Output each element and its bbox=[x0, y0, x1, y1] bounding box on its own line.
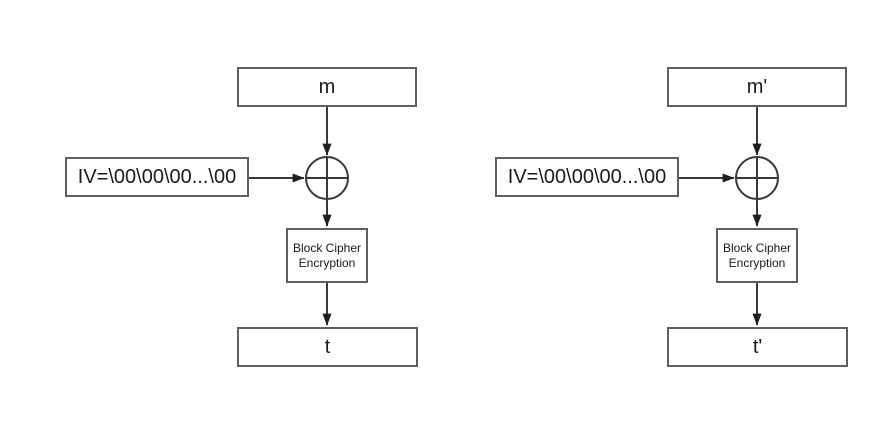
block-cipher-box: Block Cipher Encryption bbox=[716, 228, 798, 283]
block-cipher-label-line1: Block Cipher bbox=[722, 240, 792, 255]
tag-box: t' bbox=[667, 327, 848, 367]
xor-circle bbox=[735, 156, 779, 200]
message-box: m' bbox=[667, 67, 847, 107]
iv-box: IV=\00\00\00...\00 bbox=[495, 157, 679, 197]
tag-label: t' bbox=[752, 335, 763, 358]
message-box: m bbox=[237, 67, 417, 107]
iv-label: IV=\00\00\00...\00 bbox=[507, 165, 667, 188]
block-cipher-box: Block Cipher Encryption bbox=[286, 228, 368, 283]
diagram-right: m' IV=\00\00\00...\00 Block Cipher Encry… bbox=[430, 0, 876, 421]
tag-label: t bbox=[324, 335, 331, 358]
block-cipher-label-line2: Encryption bbox=[298, 255, 356, 270]
xor-circle bbox=[305, 156, 349, 200]
block-cipher-label-line2: Encryption bbox=[728, 255, 786, 270]
diagram-left: m IV=\00\00\00...\00 Block Cipher Encryp… bbox=[65, 67, 418, 367]
iv-box: IV=\00\00\00...\00 bbox=[65, 157, 249, 197]
tag-box: t bbox=[237, 327, 418, 367]
message-label: m' bbox=[746, 75, 768, 98]
iv-label: IV=\00\00\00...\00 bbox=[77, 165, 237, 188]
block-cipher-label-line1: Block Cipher bbox=[292, 240, 362, 255]
message-label: m bbox=[318, 75, 336, 98]
